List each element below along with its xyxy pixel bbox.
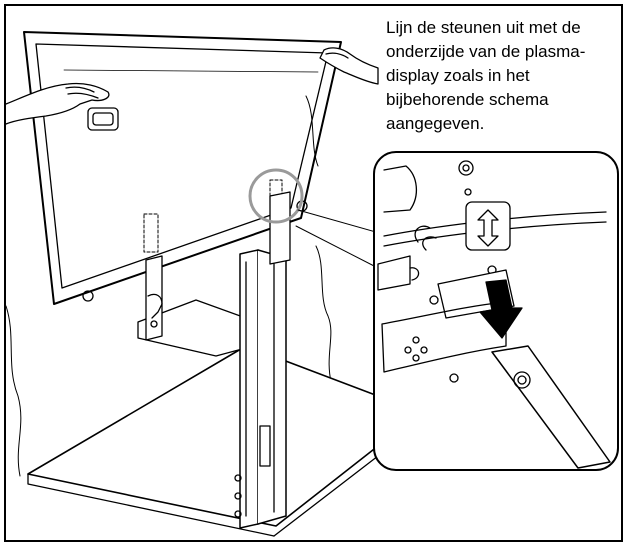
person-outline	[6, 95, 333, 477]
assembly-drawing	[6, 31, 619, 537]
highlight-circle	[248, 168, 304, 224]
double-arrow-icon	[465, 201, 511, 251]
plasma-display-panel	[23, 31, 342, 305]
detail-inset	[373, 151, 619, 471]
stand-base	[27, 345, 379, 537]
instruction-line: display zoals in het	[386, 66, 530, 85]
instruction-text: Lijn de steunen uit met de onderzijde va…	[386, 16, 621, 136]
instruction-line: aangegeven.	[386, 114, 485, 133]
instruction-line: onderzijde van de plasma-	[386, 42, 586, 61]
left-hand	[6, 82, 110, 125]
instruction-line: Lijn de steunen uit met de	[386, 18, 581, 37]
right-hand	[319, 47, 379, 85]
up-arrow-icon	[479, 279, 523, 339]
right-support	[234, 191, 291, 529]
instruction-line: bijbehorende schema	[386, 90, 549, 109]
illustration-frame: Lijn de steunen uit met de onderzijde va…	[4, 4, 623, 542]
left-support	[137, 255, 269, 357]
